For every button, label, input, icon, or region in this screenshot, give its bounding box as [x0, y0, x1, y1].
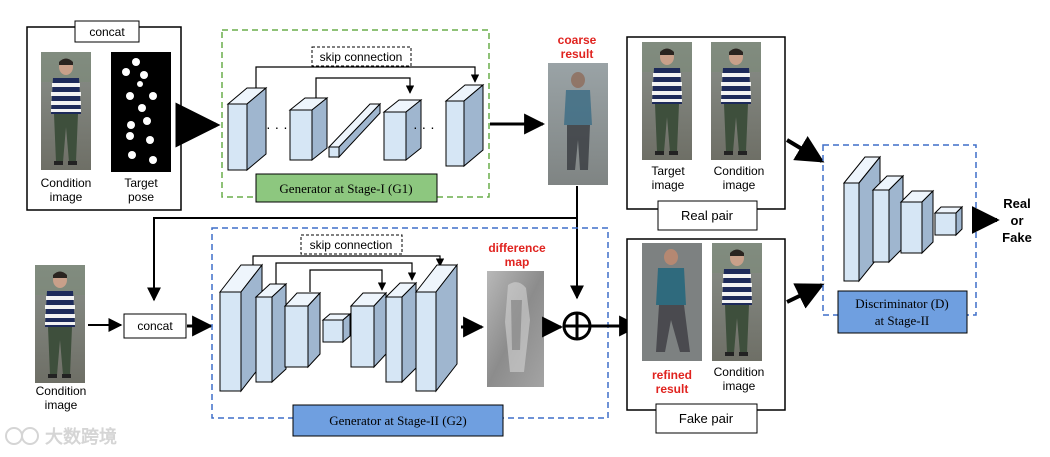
stage1-condition-photo: [41, 52, 91, 170]
stage2-condition-photo: [35, 265, 85, 383]
stage2-concat-label: concat: [137, 319, 173, 333]
g1-title: Generator at Stage-I (G1): [279, 181, 412, 196]
real-target-photo: [642, 42, 692, 160]
stage2-input: Condition image concat: [35, 265, 214, 412]
watermark-logo-icon: [5, 427, 23, 445]
g1-decoder-block-2: [444, 83, 485, 168]
g2-decoder-block-3: [414, 263, 459, 393]
sum-operator: [562, 311, 592, 341]
refined-label-2: result: [656, 382, 689, 396]
g2-encoder-block-3: [283, 291, 322, 369]
g1-dots-right: · · ·: [413, 119, 435, 135]
arrow-real-to-d: [785, 136, 825, 163]
g1-skip-label: skip connection: [320, 50, 403, 64]
fake-condition-photo: [712, 243, 762, 361]
output-fake: Fake: [1002, 230, 1032, 245]
stage1-concat-label: concat: [89, 25, 125, 39]
real-condition-label-1: Condition: [714, 164, 765, 178]
g1-dots-left: · · ·: [266, 119, 288, 135]
g2-decoder-block-2: [384, 281, 418, 384]
discriminator: Discriminator (D) at Stage-II: [822, 144, 977, 334]
real-pair-label: Real pair: [681, 208, 734, 223]
g2-skip-label: skip connection: [310, 238, 393, 252]
g1-bottleneck-block: [327, 102, 382, 159]
refined-label-1: refined: [652, 368, 692, 382]
watermark: 大数跨境: [5, 426, 117, 447]
g2-bottleneck-block: [321, 312, 352, 344]
fake-condition-label-2: image: [723, 379, 756, 393]
stage1-condition-label-2: image: [50, 190, 83, 204]
g1-encoder-block-2: [288, 96, 329, 162]
g1-encoder-block-1: [226, 86, 268, 172]
real-pair-box: Target image Condition image Real pair: [626, 36, 786, 231]
stage1-condition-label-1: Condition: [41, 176, 92, 190]
d-title-2: at Stage-II: [875, 313, 930, 328]
real-condition-label-2: image: [723, 178, 756, 192]
stage2-condition-label-1: Condition: [36, 384, 87, 398]
d-title-1: Discriminator (D): [855, 296, 949, 311]
d-block-3: [899, 189, 935, 255]
g2-decoder-block-1: [349, 291, 388, 369]
g2-generator: skip connection: [211, 227, 609, 437]
coarse-result: coarse result: [548, 33, 608, 185]
coarse-label-1: coarse: [558, 33, 597, 47]
arrow-fake-to-d: [786, 283, 825, 309]
g2-title: Generator at Stage-II (G2): [329, 413, 467, 428]
coarse-label-2: result: [561, 47, 594, 61]
real-target-label-1: Target: [651, 164, 685, 178]
g1-generator: skip connection · · · · · ·: [221, 29, 490, 203]
d-block-4: [933, 205, 964, 237]
fake-condition-label-1: Condition: [714, 365, 765, 379]
real-target-label-2: image: [652, 178, 685, 192]
arrow-coarse-feedback: [147, 186, 578, 302]
stage1-input-box: concat Condition image Target pose: [26, 20, 182, 211]
output-or: or: [1011, 213, 1024, 228]
target-pose-label-2: pose: [128, 190, 154, 204]
d-block-2: [871, 174, 905, 264]
stage2-condition-label-2: image: [45, 398, 78, 412]
g1-decoder-block-1: [382, 98, 423, 162]
difference-label-1: difference: [488, 241, 546, 255]
g2-encoder-block-2: [254, 282, 288, 384]
real-condition-photo: [711, 42, 761, 160]
target-pose-map: [111, 52, 171, 172]
fake-pair-box: refined result Condition image Fake pair: [626, 238, 786, 434]
pose-keypoints: [122, 58, 157, 164]
target-pose-label-1: Target: [124, 176, 158, 190]
fake-pair-label: Fake pair: [679, 411, 734, 426]
watermark-text: 大数跨境: [45, 426, 117, 447]
output-real: Real: [1003, 196, 1030, 211]
difference-label-2: map: [505, 255, 530, 269]
